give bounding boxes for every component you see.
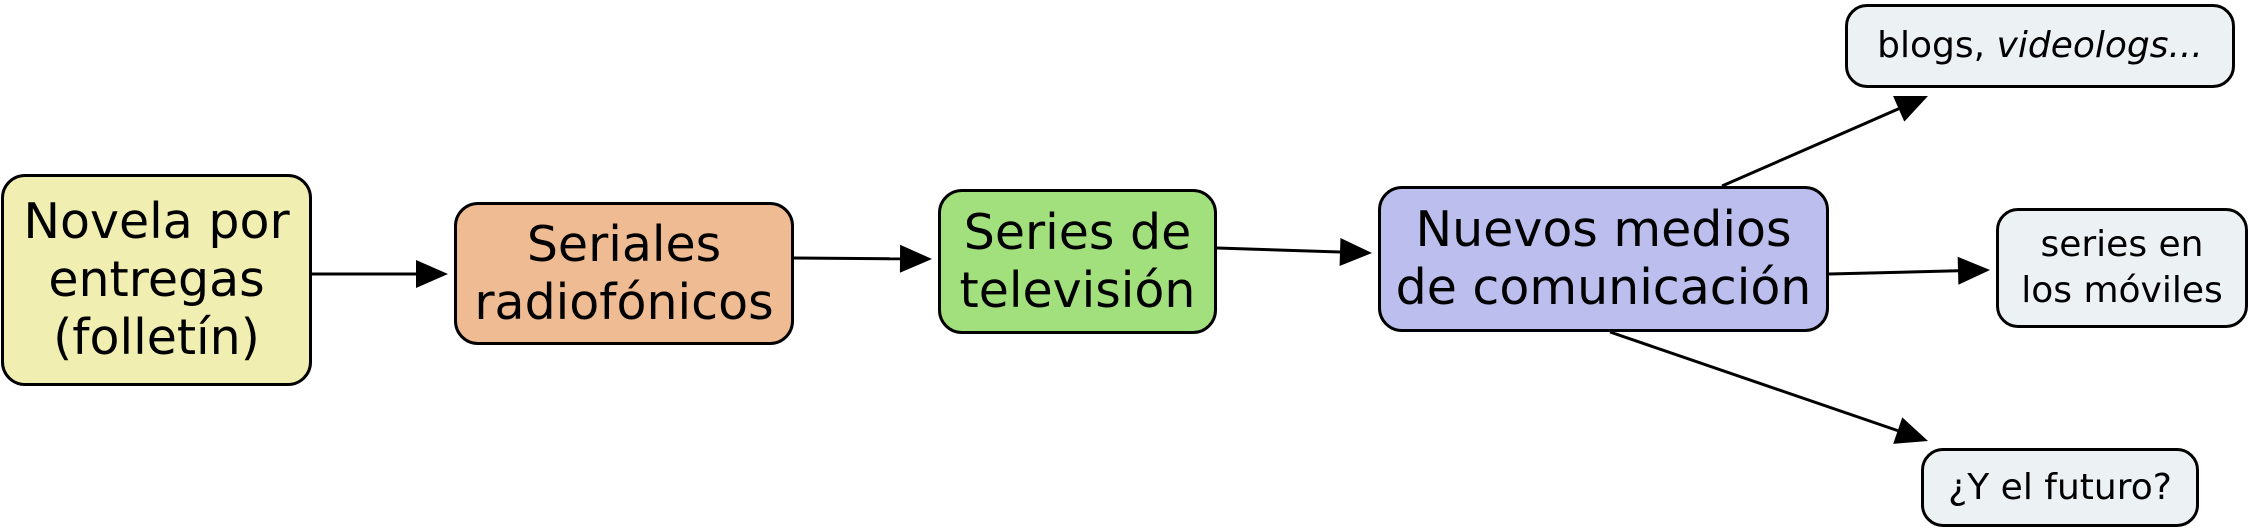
arrowhead-television-to-nuevos — [1339, 237, 1372, 266]
arrowhead-nuevos-to-futuro — [1893, 417, 1928, 444]
connector-nuevos-to-blogs — [1721, 107, 1900, 188]
node-label-italic: videologs... — [1996, 25, 2203, 66]
node-label: Nuevos medios de comunicación — [1395, 201, 1812, 316]
node-label: Novela por entregas (folletín) — [23, 193, 290, 366]
node-blogs-videologs: blogs, videologs... — [1845, 4, 2235, 88]
node-label: series en los móviles — [2021, 224, 2223, 311]
node-label: Series de televisión — [959, 203, 1196, 319]
node-label: ¿Y el futuro? — [1948, 466, 2172, 508]
node-series-en-los-moviles: series en los móviles — [1996, 208, 2248, 328]
connector-television-to-nuevos — [1216, 246, 1341, 254]
node-novela-por-entregas: Novela por entregas (folletín) — [1, 174, 312, 386]
node-series-de-television: Series de televisión — [938, 189, 1217, 334]
connector-seriales-to-television — [793, 256, 901, 261]
arrowhead-seriales-to-television — [899, 244, 932, 273]
node-seriales-radiofonicos: Seriales radiofónicos — [454, 202, 794, 345]
node-label: blogs, videologs... — [1877, 23, 2203, 69]
arrowhead-nuevos-to-blogs — [1893, 95, 1928, 122]
connector-nuevos-to-moviles — [1828, 269, 1959, 276]
node-y-el-futuro: ¿Y el futuro? — [1921, 448, 2199, 527]
node-label: Seriales radiofónicos — [474, 215, 774, 331]
node-label-plain: blogs, — [1877, 25, 1997, 66]
arrowhead-novela-to-seriales — [416, 260, 448, 288]
connector-nuevos-to-futuro — [1609, 330, 1899, 433]
arrowhead-nuevos-to-moviles — [1957, 256, 1990, 285]
node-nuevos-medios: Nuevos medios de comunicación — [1378, 186, 1829, 332]
